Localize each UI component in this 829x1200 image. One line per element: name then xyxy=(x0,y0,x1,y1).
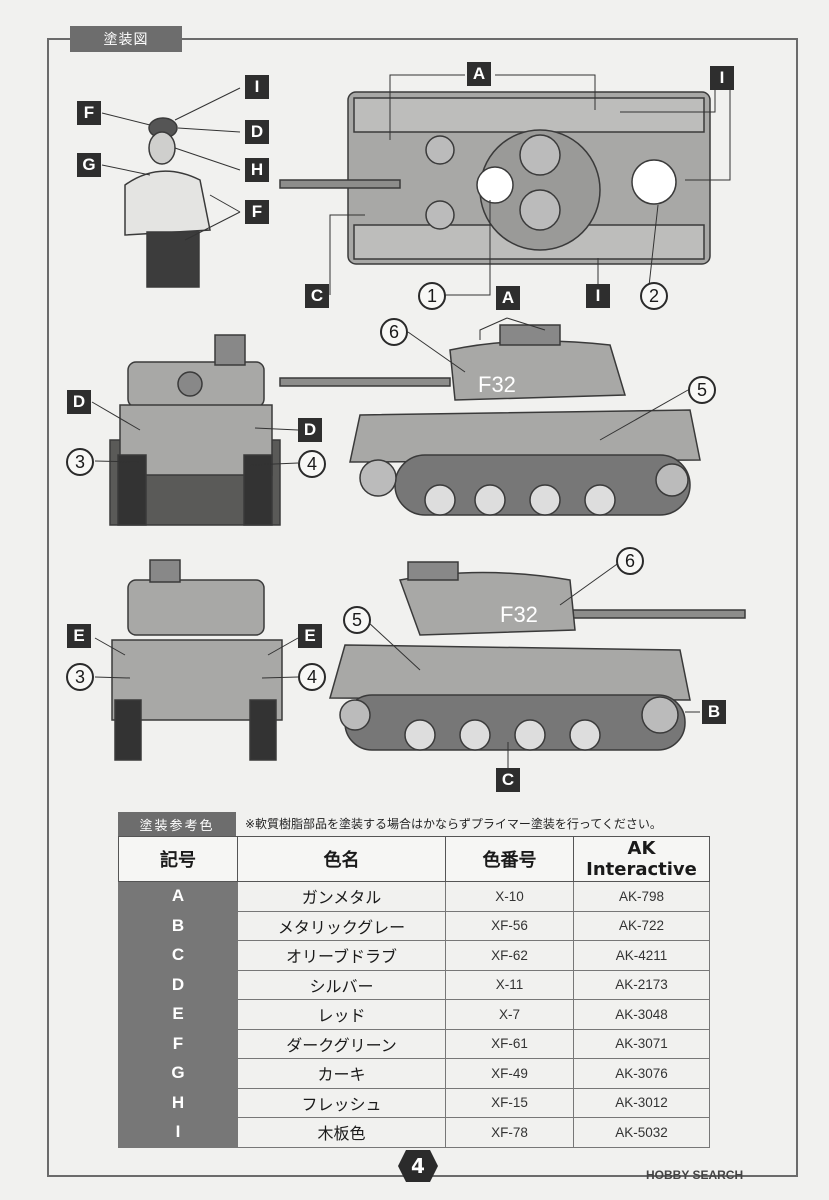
label-b: B xyxy=(702,700,726,724)
row-code: C xyxy=(118,940,238,971)
table-header-row: 記号 色名 色番号 AK Interactive xyxy=(118,836,710,882)
primer-note: ※軟質樹脂部品を塗装する場合はかならずプライマー塗装を行ってください。 xyxy=(245,817,662,831)
painting-diagram: F32 F32 xyxy=(91,74,746,770)
label-2: 2 xyxy=(640,282,668,310)
label-5: 5 xyxy=(343,606,371,634)
row-number: XF-49 xyxy=(445,1058,574,1089)
row-name: フレッシュ xyxy=(237,1087,446,1118)
row-ak: AK-3048 xyxy=(573,999,710,1030)
row-code: A xyxy=(118,881,238,912)
label-f: F xyxy=(77,101,101,125)
row-ak: AK-798 xyxy=(573,881,710,912)
row-ak: AK-3012 xyxy=(573,1087,710,1118)
label-a: A xyxy=(496,286,520,310)
label-g: G xyxy=(77,153,101,177)
row-number: XF-78 xyxy=(445,1117,574,1148)
row-code: I xyxy=(118,1117,238,1148)
label-d: D xyxy=(245,120,269,144)
tank-top-view xyxy=(279,91,711,265)
row-ak: AK-4211 xyxy=(573,940,710,971)
label-h: H xyxy=(245,158,269,182)
tank-side-view-left xyxy=(279,324,701,516)
row-name: オリーブドラブ xyxy=(237,940,446,971)
label-c: C xyxy=(305,284,329,308)
row-code: E xyxy=(118,999,238,1030)
label-4: 4 xyxy=(298,663,326,691)
row-number: X-7 xyxy=(445,999,574,1030)
label-i: I xyxy=(586,284,610,308)
label-6: 6 xyxy=(616,547,644,575)
row-ak: AK-3071 xyxy=(573,1028,710,1059)
label-c: C xyxy=(496,768,520,792)
tank-front-view xyxy=(109,334,281,526)
row-name: ダークグリーン xyxy=(237,1028,446,1059)
label-e: E xyxy=(298,624,322,648)
label-4: 4 xyxy=(298,450,326,478)
turret-marking-right: F32 xyxy=(500,602,538,627)
label-f: F xyxy=(245,200,269,224)
watermark: HOBBY SEARCH xyxy=(646,1168,744,1182)
label-i: I xyxy=(710,66,734,90)
label-6: 6 xyxy=(380,318,408,346)
row-code: F xyxy=(118,1028,238,1059)
label-e: E xyxy=(67,624,91,648)
row-number: XF-62 xyxy=(445,940,574,971)
row-code: B xyxy=(118,910,238,941)
row-code: G xyxy=(118,1058,238,1089)
row-ak: AK-2173 xyxy=(573,969,710,1000)
row-code: H xyxy=(118,1087,238,1118)
row-code: D xyxy=(118,969,238,1000)
col-header-code: 記号 xyxy=(118,836,238,882)
row-number: XF-56 xyxy=(445,910,574,941)
col-header-ak: AK Interactive xyxy=(573,836,710,882)
label-d: D xyxy=(298,418,322,442)
page-number: 4 xyxy=(398,1150,438,1182)
row-ak: AK-3076 xyxy=(573,1058,710,1089)
row-ak: AK-722 xyxy=(573,910,710,941)
label-5: 5 xyxy=(688,376,716,404)
row-name: カーキ xyxy=(237,1058,446,1089)
section-title: 塗装図 xyxy=(70,26,182,52)
row-name: シルバー xyxy=(237,969,446,1000)
row-ak: AK-5032 xyxy=(573,1117,710,1148)
col-header-number: 色番号 xyxy=(445,836,574,882)
label-3: 3 xyxy=(66,663,94,691)
row-number: X-11 xyxy=(445,969,574,1000)
label-i: I xyxy=(245,75,269,99)
row-name: 木板色 xyxy=(237,1117,446,1148)
label-d: D xyxy=(67,390,91,414)
row-name: ガンメタル xyxy=(237,881,446,912)
tank-rear-view xyxy=(111,559,283,761)
label-3: 3 xyxy=(66,448,94,476)
row-number: X-10 xyxy=(445,881,574,912)
row-name: メタリックグレー xyxy=(237,910,446,941)
row-name: レッド xyxy=(237,999,446,1030)
turret-marking-left: F32 xyxy=(478,372,516,397)
col-header-name: 色名 xyxy=(237,836,446,882)
label-1: 1 xyxy=(418,282,446,310)
row-number: XF-15 xyxy=(445,1087,574,1118)
row-number: XF-61 xyxy=(445,1028,574,1059)
tank-side-view-right xyxy=(329,561,746,751)
color-table-title: 塗装参考色 xyxy=(118,812,236,836)
label-a: A xyxy=(467,62,491,86)
crew-figure xyxy=(124,117,211,288)
